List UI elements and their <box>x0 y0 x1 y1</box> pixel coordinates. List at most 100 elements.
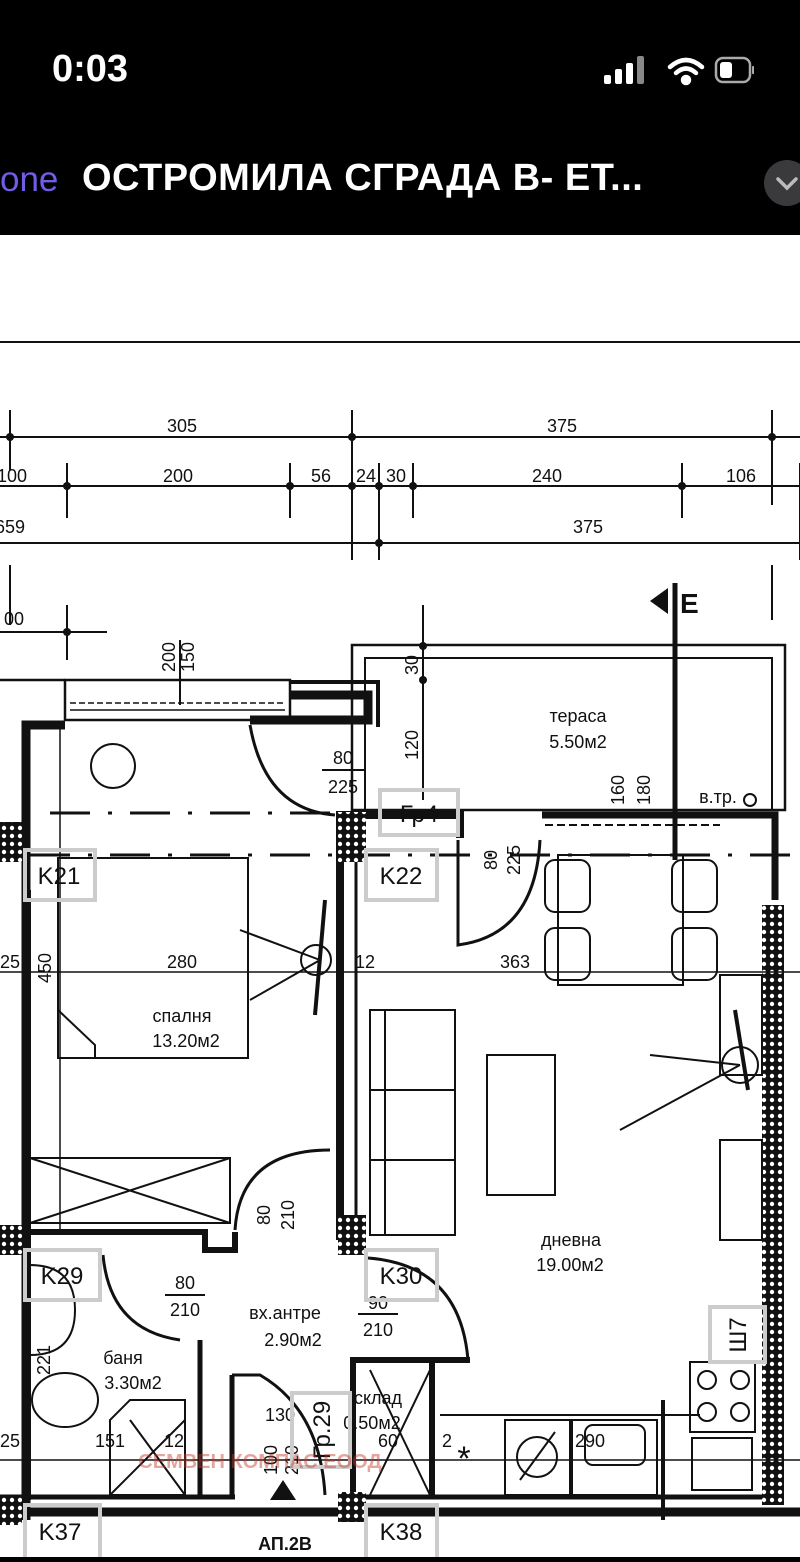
svg-text:210: 210 <box>170 1300 200 1320</box>
svg-text:80: 80 <box>254 1205 274 1225</box>
sink <box>29 1264 77 1356</box>
plant <box>90 743 136 789</box>
dim-200: 200 <box>163 466 193 486</box>
svg-text:363: 363 <box>500 952 530 972</box>
svg-text:130: 130 <box>265 1405 295 1425</box>
dim-659: 659 <box>0 517 25 537</box>
entrance-label: АП.2В <box>258 1534 312 1554</box>
svg-text:Ш7: Ш7 <box>725 1317 752 1352</box>
svg-text:290: 290 <box>575 1431 605 1451</box>
svg-text:E: E <box>680 588 699 619</box>
svg-text:210: 210 <box>278 1200 298 1230</box>
svg-text:150: 150 <box>178 642 198 672</box>
dim-56: 56 <box>311 466 331 486</box>
svg-text:225: 225 <box>328 777 358 797</box>
svg-text:120: 120 <box>402 730 422 760</box>
svg-text:25: 25 <box>0 1431 20 1451</box>
tag-k21: K21 <box>23 848 97 902</box>
room-name: дневна <box>541 1230 602 1250</box>
entrance-arrow-icon <box>270 1480 296 1500</box>
svg-text:80: 80 <box>333 748 353 768</box>
svg-text:280: 280 <box>167 952 197 972</box>
tag-k22: K22 <box>364 848 439 902</box>
title-menu-button[interactable] <box>764 160 800 206</box>
svg-text:2: 2 <box>442 1431 452 1451</box>
back-button[interactable]: one <box>0 160 59 199</box>
svg-text:210: 210 <box>363 1320 393 1340</box>
room-area: 5.50м2 <box>549 732 606 752</box>
svg-text:25: 25 <box>0 952 20 972</box>
room-name: вх.антре <box>249 1303 321 1323</box>
svg-text:K21: K21 <box>38 863 81 890</box>
tag-gr29: Гр.29 <box>290 1391 352 1469</box>
room-area: 19.00м2 <box>536 1255 603 1275</box>
dim-100: 100 <box>0 466 27 486</box>
room-area: 2.90м2 <box>264 1330 321 1350</box>
tag-sh7: Ш7 <box>708 1305 767 1364</box>
dim-106: 106 <box>726 466 756 486</box>
battery-icon <box>714 56 754 84</box>
room-name: баня <box>103 1348 143 1368</box>
svg-text:225: 225 <box>504 845 524 875</box>
room-area: 13.20м2 <box>152 1031 219 1051</box>
svg-text:80: 80 <box>481 850 501 870</box>
misc-dimensions: 200 150 30 120 160 180 25 450 280 12 363… <box>0 642 654 1451</box>
svg-text:12: 12 <box>164 1431 184 1451</box>
tag-k30: K30 <box>364 1248 439 1302</box>
bed <box>57 857 249 1059</box>
door-swings <box>101 724 542 1496</box>
status-bar: 0:03 <box>0 0 800 135</box>
document-title: ОСТРОМИЛА СГРАДА В- ЕТ... <box>82 157 644 199</box>
dim-00: 00 <box>4 609 24 629</box>
dim-375: 375 <box>547 416 577 436</box>
dim-30: 30 <box>386 466 406 486</box>
svg-text:K29: K29 <box>41 1263 84 1290</box>
svg-text:60: 60 <box>378 1431 398 1451</box>
svg-text:160: 160 <box>608 775 628 805</box>
watermark: СЕМВЕН КОМПАС ЕООД <box>138 1451 381 1473</box>
coffee-table <box>486 1054 556 1196</box>
cellular-signal-icon <box>604 56 644 84</box>
dim-24: 24 <box>356 466 376 486</box>
svg-text:200: 200 <box>159 642 179 672</box>
tag-gr4: Гр4 <box>378 788 460 837</box>
svg-text:80: 80 <box>175 1273 195 1293</box>
room-name: склад <box>354 1388 403 1408</box>
svg-text:12: 12 <box>355 952 375 972</box>
toilet <box>31 1372 99 1428</box>
status-icons <box>604 56 754 86</box>
svg-text:K30: K30 <box>380 1263 423 1290</box>
furniture <box>29 743 763 1520</box>
tag-k29: K29 <box>23 1248 102 1302</box>
svg-text:450: 450 <box>35 953 55 983</box>
svg-text:K22: K22 <box>380 863 423 890</box>
floor-plan: 305 375 100 200 56 24 30 240 106 659 375… <box>0 235 800 1562</box>
dim-375-b: 375 <box>573 517 603 537</box>
kitchen-sink <box>571 1419 658 1496</box>
chevron-down-icon <box>776 177 798 191</box>
floor-plan-drawing: 305 375 100 200 56 24 30 240 106 659 375… <box>0 341 800 1562</box>
dining-table <box>557 854 684 986</box>
svg-text:30: 30 <box>402 655 422 675</box>
svg-text:K37: K37 <box>39 1519 82 1546</box>
dim-240: 240 <box>532 466 562 486</box>
dimension-lines <box>0 410 800 800</box>
room-area: 0.50м2 <box>343 1413 400 1433</box>
svg-text:Гр4: Гр4 <box>400 801 438 828</box>
room-area: 3.30м2 <box>104 1373 161 1393</box>
svg-text:151: 151 <box>95 1431 125 1451</box>
svg-text:Гр.29: Гр.29 <box>309 1401 336 1459</box>
svg-text:100: 100 <box>261 1445 281 1475</box>
svg-text:90: 90 <box>368 1293 388 1313</box>
clock: 0:03 <box>52 48 129 90</box>
dim-305: 305 <box>167 416 197 436</box>
room-name: тераса <box>549 706 607 726</box>
svg-text:K38: K38 <box>380 1519 423 1546</box>
room-name: спалня <box>153 1006 212 1026</box>
asterisk-icon: * <box>457 1440 470 1478</box>
svg-text:221: 221 <box>34 1345 54 1375</box>
navigation-bar <box>0 135 800 235</box>
wifi-icon <box>667 57 705 86</box>
sofa <box>369 1009 456 1236</box>
